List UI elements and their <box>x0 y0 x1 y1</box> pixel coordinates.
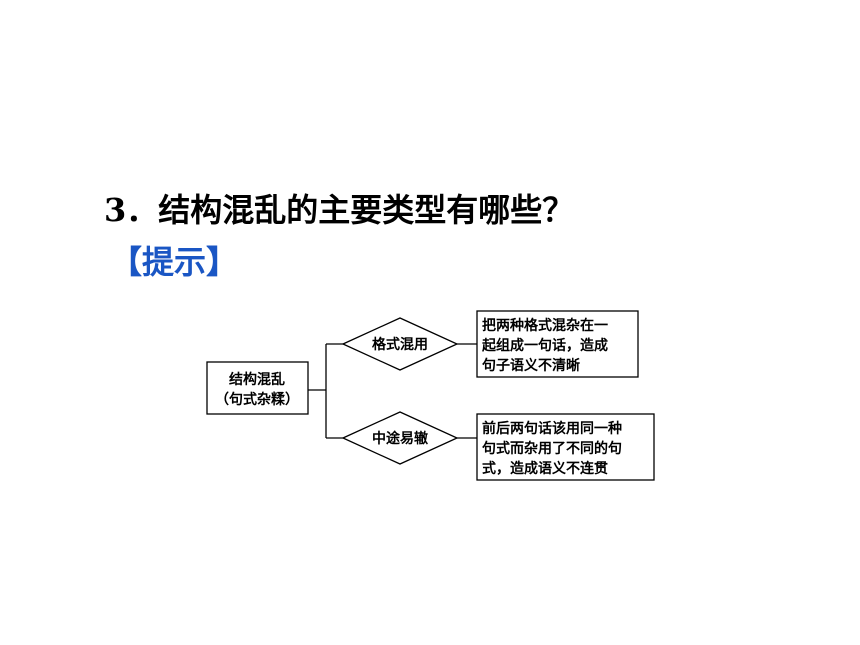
question-number: 3． <box>104 191 159 229</box>
question-heading: 3．结构混乱的主要类型有哪些？ <box>104 188 574 232</box>
explanation-1-line-2: 起组成一句话，造成 <box>481 337 608 354</box>
question-text: 结构混乱的主要类型有哪些？ <box>158 191 575 229</box>
root-line-1: 结构混乱 <box>229 371 285 388</box>
branch-label-1: 格式混用 <box>372 336 428 353</box>
branch-label-2: 中途易辙 <box>372 430 429 447</box>
hint-label: 【提示】 <box>110 243 239 281</box>
explanation-1-line-1: 把两种格式混杂在一 <box>482 317 608 334</box>
explanation-2-line-2: 句式而杂用了不同的句 <box>482 440 622 457</box>
explanation-2-line-3: 式，造成语义不连贯 <box>482 460 608 477</box>
explanation-box-2 <box>476 413 655 481</box>
root-box <box>206 361 309 415</box>
explanation-2-line-1: 前后两句话该用同一种 <box>482 420 622 437</box>
explanation-box-1 <box>476 310 639 378</box>
explanation-1-line-3: 句子语义不清晰 <box>482 357 580 374</box>
root-line-2: （句式杂糅） <box>215 391 299 408</box>
